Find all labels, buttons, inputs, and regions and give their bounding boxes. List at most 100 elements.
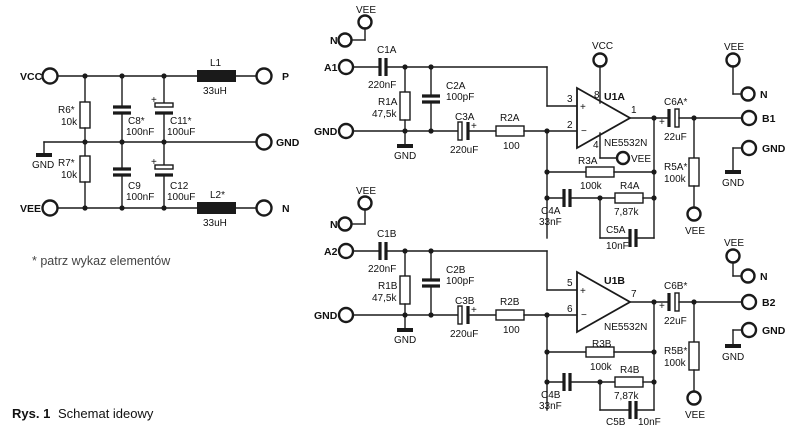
- label-r4a-value: 7,87k: [614, 207, 639, 218]
- terminal-vee-top-b: [357, 195, 373, 211]
- svg-text:+: +: [580, 102, 586, 113]
- svg-text:−: −: [581, 310, 587, 321]
- label-r2a-value: 100: [503, 141, 520, 152]
- resistor-r1a: [399, 91, 411, 121]
- label-c3a-name: C3A: [455, 112, 475, 123]
- label-c6b-name: C6B*: [664, 281, 687, 292]
- terminal-gnd-out-b: [740, 321, 758, 339]
- label-r3a-name: R3A: [578, 156, 598, 167]
- terminal-vee-top-a: [357, 14, 373, 30]
- label-c2a-name: C2A: [446, 81, 466, 92]
- label-c4a-value: 33nF: [539, 217, 562, 228]
- label-r1b-value: 47,5k: [372, 293, 397, 304]
- label-ne5532n-b: NE5532N: [604, 322, 647, 333]
- label-p: P: [282, 71, 289, 83]
- svg-text:+: +: [659, 117, 665, 128]
- terminal-vee-r5a: [686, 206, 702, 222]
- label-vcc-op: VCC: [592, 41, 613, 52]
- label-r6-value: 10k: [61, 117, 78, 128]
- label-gnd-right: GND: [276, 137, 300, 149]
- label-l2-name: L2*: [210, 190, 225, 201]
- label-l1-name: L1: [210, 58, 222, 69]
- label-c9-name: C9: [128, 181, 141, 192]
- label-pin-out-b: 7: [631, 289, 637, 300]
- label-output-b1: B1: [762, 113, 776, 125]
- terminal-vee-out-a: [725, 52, 741, 68]
- terminal-n-out-a: [740, 86, 756, 102]
- label-r6-name: R6*: [58, 105, 75, 116]
- terminal-p: [255, 67, 273, 85]
- label-gnd-in-b: GND: [314, 310, 338, 322]
- power-supply-section: VCC P L1 33uH GND GND VEE N L2* 33uH R6*…: [20, 58, 300, 268]
- resistor-r3a: [585, 166, 615, 178]
- label-vee-op: VEE: [631, 154, 651, 165]
- label-r4b-value: 7,87k: [614, 391, 639, 402]
- label-n: N: [282, 203, 290, 215]
- svg-text:+: +: [471, 121, 477, 132]
- label-u1b: U1B: [604, 275, 625, 287]
- label-vee-r5a: VEE: [685, 226, 705, 237]
- label-input-a2: A2: [324, 246, 338, 258]
- figure-caption-text: Schemat ideowy: [58, 406, 154, 421]
- label-gnd-left: GND: [32, 160, 54, 171]
- figure-caption-prefix: Rys. 1: [12, 406, 50, 421]
- label-vee-top-b: VEE: [356, 186, 376, 197]
- label-c6b-value: 22uF: [664, 316, 687, 327]
- channel-a: VEE N A1 C1A 220nF R1A 47,5k C2A 100pF G…: [314, 5, 786, 252]
- label-vee-r5b: VEE: [685, 410, 705, 421]
- label-r7-name: R7*: [58, 158, 75, 169]
- label-r7-value: 10k: [61, 170, 78, 181]
- label-input-a1: A1: [324, 62, 338, 74]
- label-r2b-name: R2B: [500, 297, 520, 308]
- label-vcc: VCC: [20, 71, 43, 83]
- label-r1b-name: R1B: [378, 281, 398, 292]
- terminal-n: [255, 199, 273, 217]
- terminal-n-out-b: [740, 268, 756, 284]
- label-c5b-name: C5B: [606, 417, 626, 428]
- resistor-r4a: [614, 192, 644, 204]
- label-n-top-a: N: [330, 35, 338, 47]
- label-c3a-value: 220uF: [450, 145, 478, 156]
- label-gnd-out-a: GND: [762, 143, 786, 155]
- label-c8-name: C8*: [128, 116, 145, 127]
- label-c1a-name: C1A: [377, 45, 397, 56]
- label-r4a-name: R4A: [620, 181, 640, 192]
- label-pin-vcc: 8: [594, 90, 600, 101]
- label-c4b-value: 33nF: [539, 401, 562, 412]
- terminal-gnd: [255, 133, 273, 151]
- opamp-u1a: [576, 86, 632, 150]
- terminal-n-top-a: [337, 32, 353, 48]
- label-r1a-value: 47,5k: [372, 109, 397, 120]
- terminal-output-b2: [740, 293, 758, 311]
- terminal-vee-r5b: [686, 390, 702, 406]
- inductor-l1: [197, 70, 236, 82]
- label-vee: VEE: [20, 203, 41, 215]
- terminal-vcc-op: [592, 52, 608, 68]
- svg-text:−: −: [581, 126, 587, 137]
- label-pin-out-a: 1: [631, 105, 637, 116]
- label-c3b-value: 220uF: [450, 329, 478, 340]
- label-gnd-sym-a: GND: [394, 151, 416, 162]
- terminal-gnd-in-b: [337, 306, 355, 324]
- label-c3b-name: C3B: [455, 296, 475, 307]
- label-r5a-value: 100k: [664, 174, 687, 185]
- label-l2-value: 33uH: [203, 218, 227, 229]
- label-r3b-value: 100k: [590, 362, 613, 373]
- resistor-r6: [79, 101, 91, 129]
- terminal-gnd-in-a: [337, 122, 355, 140]
- label-pin-vee: 4: [593, 140, 599, 151]
- label-gnd-out-sym-b: GND: [722, 352, 744, 363]
- label-r3b-name: R3B: [592, 339, 612, 350]
- label-c2b-value: 100pF: [446, 276, 474, 287]
- label-n-out-b: N: [760, 271, 768, 283]
- label-vee-top-a: VEE: [356, 5, 376, 16]
- label-gnd-out-b: GND: [762, 325, 786, 337]
- label-c5b-value: 10nF: [638, 417, 661, 428]
- opamp-u1b: [576, 270, 632, 334]
- label-r5a-name: R5A*: [664, 162, 687, 173]
- label-c1b-value: 220nF: [368, 264, 396, 275]
- label-c12-name: C12: [170, 181, 189, 192]
- terminal-n-top-b: [337, 216, 353, 232]
- label-c4a-name: C4A: [541, 206, 561, 217]
